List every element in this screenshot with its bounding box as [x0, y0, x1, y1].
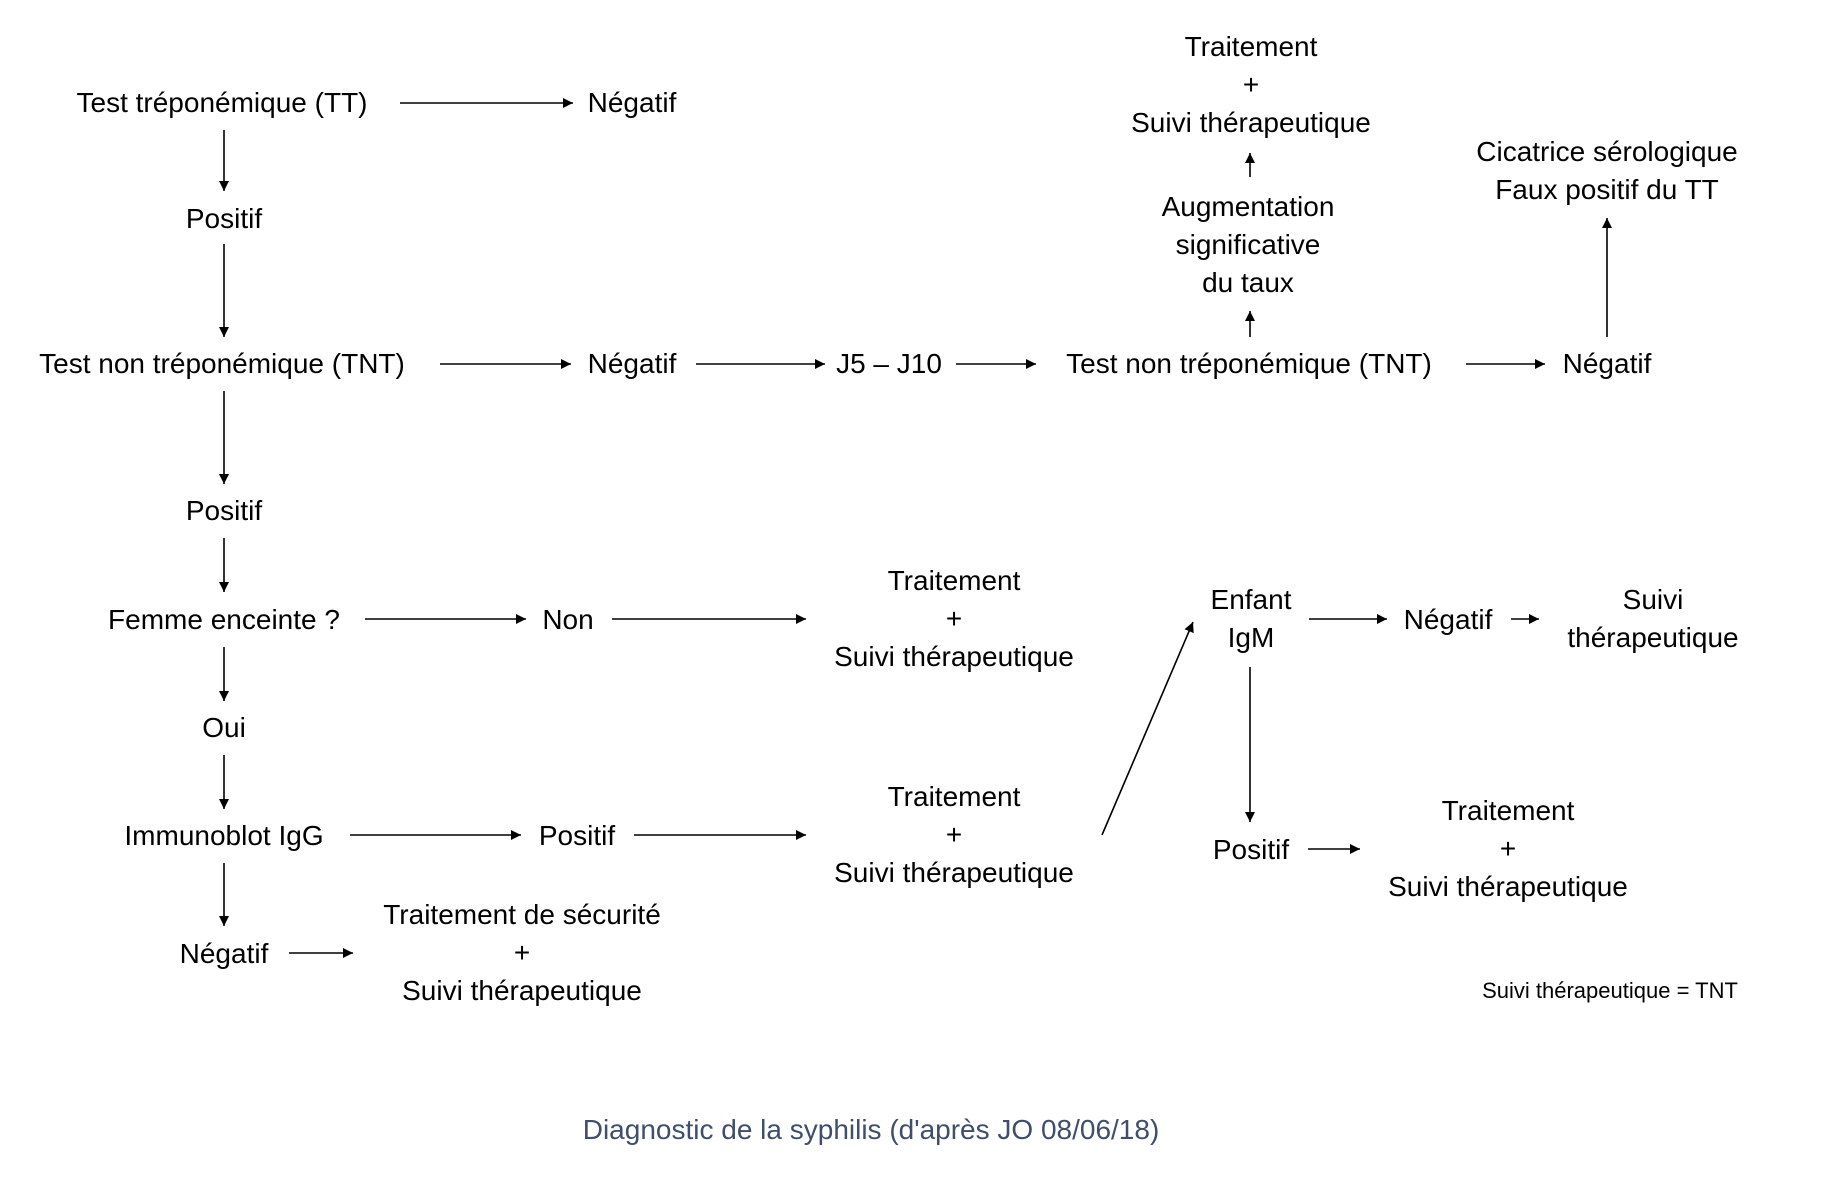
node-text-line: Traitement — [1441, 795, 1575, 826]
node-text-line: + — [1242, 69, 1260, 100]
node-test-treponemique: Test tréponémique (TT) — [76, 87, 368, 118]
node-femme-enceinte: Femme enceinte ? — [108, 604, 340, 635]
node-text-line: Augmentation — [1161, 191, 1335, 222]
node-text-line: Suivi thérapeutique — [1388, 871, 1628, 902]
node-augmentation-significative: Augmentation significative du taux — [1162, 188, 1335, 302]
node-text-line: thérapeutique — [1567, 622, 1739, 653]
node-text-line: Suivi thérapeutique — [1131, 107, 1371, 138]
node-traitement-suivi-immunoblot: Traitement + Suivi thérapeutique — [834, 778, 1074, 892]
node-j5-j10: J5 – J10 — [836, 348, 942, 379]
node-text-line: du taux — [1202, 267, 1294, 298]
node-non: Non — [542, 604, 594, 635]
node-oui: Oui — [202, 712, 246, 743]
node-text-line: Traitement — [887, 565, 1021, 596]
diagram-caption: Diagnostic de la syphilis (d'après JO 08… — [582, 1114, 1160, 1145]
node-enfant-negatif: Négatif — [1403, 604, 1493, 635]
node-text-line: Suivi thérapeutique — [402, 975, 642, 1006]
node-immunoblot-positif: Positif — [538, 820, 616, 851]
legend-note: Suivi thérapeutique = TNT — [1482, 978, 1738, 1003]
node-text-line: Traitement de sécurité — [383, 899, 661, 930]
node-text-line: + — [1499, 833, 1517, 864]
node-test-non-treponemique: Test non tréponémique (TNT) — [39, 348, 405, 379]
arrow-traitement-to-enfant — [1101, 621, 1194, 836]
node-text-line: Suivi thérapeutique — [834, 641, 1074, 672]
node-text-line: significative — [1175, 229, 1321, 260]
node-traitement-suivi-non: Traitement + Suivi thérapeutique — [834, 562, 1074, 676]
node-text-line: + — [945, 603, 963, 634]
node-text-line: + — [513, 937, 531, 968]
node-immunoblot-igg: Immunoblot IgG — [124, 820, 324, 851]
node-text-line: Enfant — [1210, 584, 1292, 615]
node-test-non-treponemique-2: Test non tréponémique (TNT) — [1066, 348, 1432, 379]
node-traitement-suivi-enfant: Traitement + Suivi thérapeutique — [1388, 792, 1628, 906]
node-text-line: Cicatrice sérologique — [1476, 136, 1738, 167]
node-enfant-positif: Positif — [1212, 834, 1290, 865]
node-immunoblot-negatif: Négatif — [179, 938, 269, 969]
node-suivi-therapeutique: Suivi thérapeutique — [1567, 581, 1738, 657]
node-tt-positif: Positif — [185, 203, 263, 234]
node-text-line: Traitement — [887, 781, 1021, 812]
node-text-line: Suivi thérapeutique — [834, 857, 1074, 888]
node-text-line: Suivi — [1622, 584, 1684, 615]
node-tnt2-negatif: Négatif — [1562, 348, 1652, 379]
node-text-line: IgM — [1227, 622, 1275, 653]
node-text-line: + — [945, 819, 963, 850]
node-traitement-suivi-top: Traitement + Suivi thérapeutique — [1131, 28, 1371, 142]
node-tnt-positif: Positif — [185, 495, 263, 526]
node-text-line: Faux positif du TT — [1495, 174, 1719, 205]
node-tnt-negatif: Négatif — [587, 348, 677, 379]
node-text-line: Traitement — [1184, 31, 1318, 62]
node-traitement-de-securite: Traitement de sécurité + Suivi thérapeutiq… — [383, 896, 661, 1010]
node-tt-negatif: Négatif — [587, 87, 677, 118]
